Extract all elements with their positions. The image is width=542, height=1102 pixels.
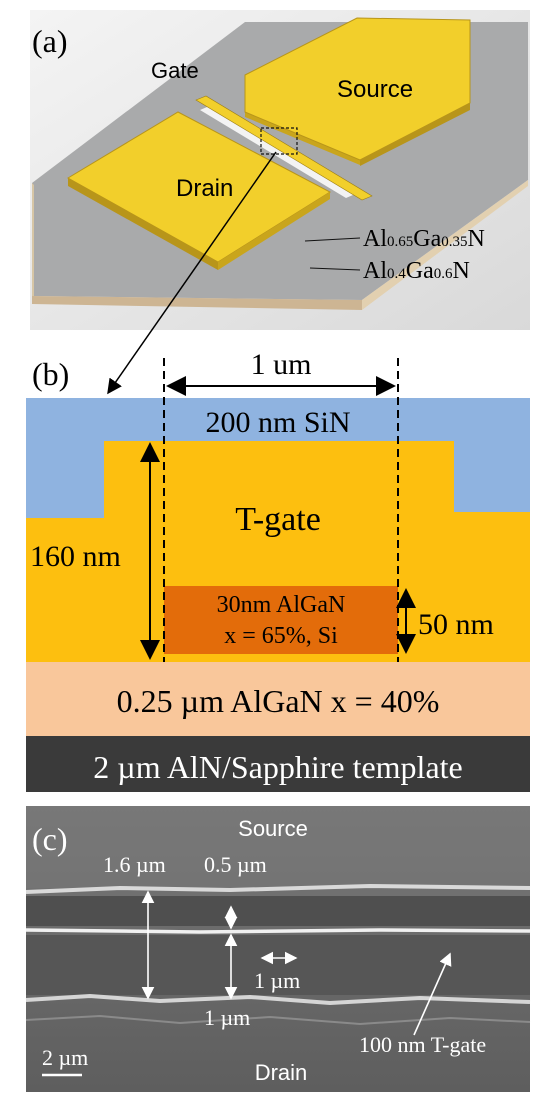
sem-upper-edge xyxy=(25,883,531,894)
tgate-label: T-gate xyxy=(235,501,321,538)
sin-label: 200 nm SiN xyxy=(205,406,350,439)
zoom-arrow xyxy=(107,151,277,395)
gate-label: Gate xyxy=(151,58,199,83)
layer1-label: Al0.65Ga0.35N xyxy=(363,226,485,252)
algan-cap-layer xyxy=(164,586,398,654)
layer2-pointer xyxy=(309,267,361,271)
template-label: 2 µm AlN/Sapphire template xyxy=(93,749,462,785)
sem-source-region xyxy=(26,806,530,888)
width-dimension-label: 1 um xyxy=(251,348,312,381)
template-layer xyxy=(26,736,530,792)
panel-b xyxy=(26,358,530,792)
drain-pad-edge-side xyxy=(218,192,330,270)
drain-label: Drain xyxy=(176,175,233,202)
panel-c xyxy=(25,806,531,1092)
zoom-box xyxy=(260,127,298,155)
panel-b-label: (b) xyxy=(32,356,69,392)
sem-gate-line xyxy=(25,928,531,934)
gate-finger xyxy=(195,95,373,201)
dim-1-6-label: 1.6 µm xyxy=(103,852,166,877)
layer1-pointer xyxy=(304,237,361,242)
sem-drain-label: Drain xyxy=(255,1060,308,1085)
tgate-sem-label: 100 nm T-gate xyxy=(359,1032,486,1057)
dim-1-vertical-label: 1 µm xyxy=(204,1005,250,1030)
scale-bar-label: 2 µm xyxy=(42,1045,88,1070)
panel-c-label: (c) xyxy=(32,821,68,857)
cap-label-line1: 30nm AlGaN xyxy=(217,592,346,618)
height-dimension-label: 160 nm xyxy=(30,540,121,573)
drain-pad-edge-front xyxy=(68,178,218,270)
algan-label: 0.25 µm AlGaN x = 40% xyxy=(117,683,440,719)
sem-drain-texture xyxy=(25,1014,531,1026)
dim-1-horizontal-label: 1 µm xyxy=(254,968,300,993)
panel-a-label: (a) xyxy=(32,23,68,59)
wafer-side-edge xyxy=(362,180,528,310)
dim-0-5-label: 0.5 µm xyxy=(204,852,267,877)
sem-lower-edge xyxy=(25,993,531,1006)
sem-channel-upper xyxy=(26,896,530,926)
wafer-front-edge xyxy=(32,296,362,310)
cap-dimension-label: 50 nm xyxy=(418,608,494,641)
wafer-left-edge xyxy=(32,183,34,296)
panel-a xyxy=(30,10,530,330)
source-label: Source xyxy=(337,76,413,103)
layer2-label: Al0.4Ga0.6N xyxy=(363,258,470,284)
algan-barrier-layer xyxy=(26,662,530,736)
cap-label-line2: x = 65%, Si xyxy=(224,623,338,649)
sem-source-label: Source xyxy=(238,816,308,841)
source-pad-edge xyxy=(360,103,470,166)
tgate-pointer-arrow xyxy=(413,952,452,1036)
